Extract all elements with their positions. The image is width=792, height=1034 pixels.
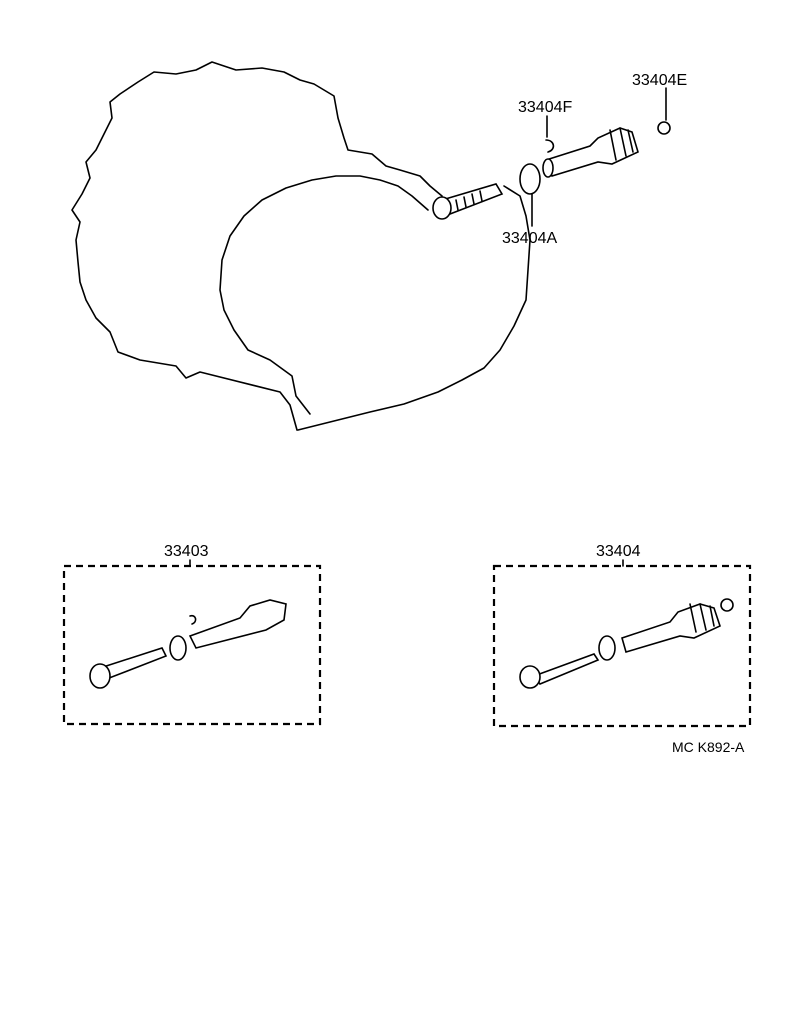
label-33404A: 33404A [502,230,557,247]
label-33404F: 33404F [518,99,572,116]
kit-box-33404 [492,564,752,728]
kit-box-33403 [62,564,322,726]
label-33403: 33403 [164,543,209,560]
o-ring-part [519,163,541,195]
nut-part [657,121,671,135]
transmission-housing [71,61,531,431]
drawing-code: MC K892-A [672,739,745,755]
driven-gear-installed [432,183,504,220]
label-33404: 33404 [596,543,641,560]
label-33404E: 33404E [632,72,687,89]
sleeve-part [542,127,639,178]
kit-33404-parts [519,598,734,689]
kit-33403-parts [89,599,287,689]
clip-part [545,139,555,153]
